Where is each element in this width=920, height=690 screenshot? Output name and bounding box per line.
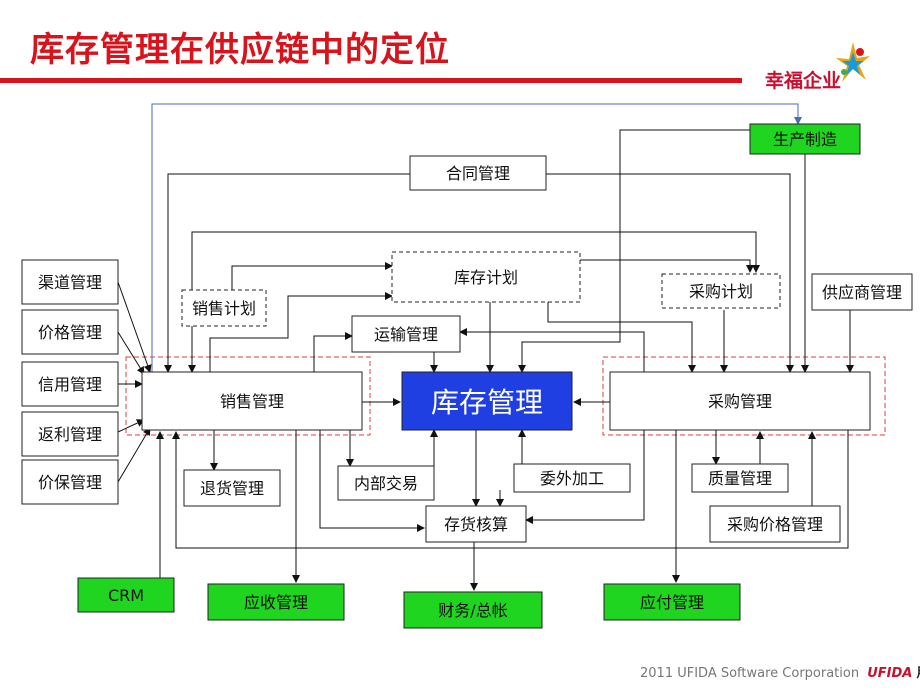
footer-logo-cn: 用友 bbox=[917, 666, 920, 681]
connector-purchase-sales-loop bbox=[172, 430, 849, 549]
node-sales-plan: 销售计划 bbox=[181, 289, 267, 327]
node-purchase-price: 采购价格管理 bbox=[709, 505, 841, 543]
node-quality-label: 质量管理 bbox=[708, 469, 772, 488]
node-purchase: 采购管理 bbox=[609, 371, 871, 431]
node-supplier-label: 供应商管理 bbox=[822, 283, 902, 302]
node-receivable-label: 应收管理 bbox=[244, 593, 308, 612]
node-crm: CRM bbox=[77, 577, 175, 613]
node-crm-label: CRM bbox=[108, 586, 144, 605]
node-receivable: 应收管理 bbox=[207, 583, 345, 621]
node-outsourcing: 委外加工 bbox=[513, 463, 631, 493]
connector-salesplan-invplan bbox=[231, 262, 393, 290]
node-transport-label: 运输管理 bbox=[374, 325, 438, 344]
footer-logo: UFIDA bbox=[867, 666, 913, 681]
node-inventory-plan-label: 库存计划 bbox=[454, 268, 518, 287]
node-contract: 合同管理 bbox=[409, 155, 547, 191]
node-sales-label: 销售管理 bbox=[220, 392, 284, 411]
node-ledger: 财务/总帐 bbox=[403, 591, 543, 629]
node-price-label: 价格管理 bbox=[38, 323, 102, 342]
node-sales: 销售管理 bbox=[141, 371, 363, 431]
connector-production-inventory bbox=[518, 129, 750, 373]
node-credit: 信用管理 bbox=[21, 361, 119, 407]
sales-group-outline bbox=[125, 356, 371, 436]
connector-sales-production bbox=[151, 103, 802, 373]
node-payable-label: 应付管理 bbox=[640, 593, 704, 612]
node-quality: 质量管理 bbox=[691, 463, 789, 493]
connector-invplan-purchase bbox=[547, 302, 696, 373]
node-core: 库存管理 bbox=[401, 371, 573, 431]
node-production: 生产制造 bbox=[749, 123, 861, 155]
connectors bbox=[117, 103, 854, 591]
connector-invplan-purchaseplan bbox=[580, 259, 754, 273]
node-returns: 退货管理 bbox=[183, 469, 281, 507]
node-sales-plan-label: 销售计划 bbox=[192, 299, 256, 318]
node-payable: 应付管理 bbox=[603, 583, 741, 621]
node-rebate: 返利管理 bbox=[21, 411, 119, 457]
purchase-group-outline bbox=[602, 356, 886, 436]
footer: 2011 UFIDA Software Corporation UFIDA 用友 bbox=[640, 662, 920, 681]
node-contract-label: 合同管理 bbox=[446, 164, 510, 183]
node-channel-label: 渠道管理 bbox=[38, 273, 102, 292]
connector-contract-purchase bbox=[546, 173, 794, 373]
brand-star-icon bbox=[836, 42, 870, 82]
brand-name: 幸福企业 bbox=[765, 70, 842, 92]
node-inventory-plan: 库存计划 bbox=[391, 251, 581, 303]
connector-contract-sales bbox=[164, 173, 410, 373]
node-core-label: 库存管理 bbox=[431, 386, 543, 419]
connector-purchase-transport bbox=[459, 328, 645, 372]
node-internal-trade-label: 内部交易 bbox=[354, 474, 418, 493]
node-outsourcing-label: 委外加工 bbox=[540, 469, 604, 488]
node-price: 价格管理 bbox=[21, 309, 119, 355]
connector-channel-sales bbox=[117, 281, 152, 373]
node-channel: 渠道管理 bbox=[21, 259, 119, 305]
connector-price-sales bbox=[117, 331, 145, 375]
page-title: 库存管理在供应链中的定位 bbox=[30, 30, 450, 70]
title-underline-bar bbox=[0, 78, 742, 83]
connector-rebate-sales bbox=[117, 419, 145, 433]
connector-purchase-costing bbox=[525, 430, 645, 524]
node-credit-label: 信用管理 bbox=[38, 375, 102, 394]
node-rebate-label: 返利管理 bbox=[38, 425, 102, 444]
node-purchase-plan: 采购计划 bbox=[661, 273, 781, 309]
node-supplier: 供应商管理 bbox=[811, 273, 913, 311]
node-price-protect-label: 价保管理 bbox=[38, 473, 102, 492]
connector-priceprotect-sales bbox=[117, 427, 151, 483]
connector-salesplan-purchaseplan bbox=[191, 231, 760, 290]
connector-sales-invplan bbox=[209, 292, 393, 372]
connector-sales-transport bbox=[313, 332, 353, 372]
node-transport: 运输管理 bbox=[351, 315, 461, 353]
node-ledger-label: 财务/总帐 bbox=[438, 601, 507, 620]
node-returns-label: 退货管理 bbox=[200, 479, 264, 498]
connector-sales-costing bbox=[319, 430, 425, 532]
node-price-protect: 价保管理 bbox=[21, 459, 119, 505]
node-purchase-label: 采购管理 bbox=[708, 392, 772, 411]
node-internal-trade: 内部交易 bbox=[337, 465, 435, 501]
node-costing-label: 存货核算 bbox=[444, 515, 508, 534]
node-costing: 存货核算 bbox=[425, 505, 527, 543]
node-purchase-plan-label: 采购计划 bbox=[689, 282, 753, 301]
node-production-label: 生产制造 bbox=[773, 130, 837, 149]
node-purchase-price-label: 采购价格管理 bbox=[727, 515, 823, 534]
footer-copyright: 2011 UFIDA Software Corporation bbox=[640, 666, 860, 681]
